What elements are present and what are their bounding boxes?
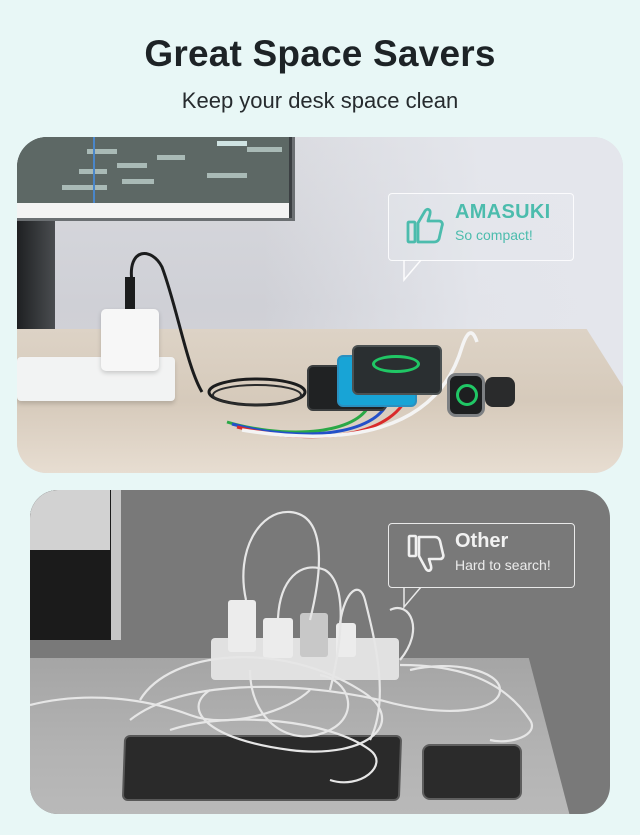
monitor-stand [17,221,55,341]
bubble-tail [403,260,422,282]
bubble-subtext: Hard to search! [455,557,551,573]
bubble-subtext: So compact! [455,227,533,243]
amasuki-cable [125,252,479,439]
thumbs-up-icon [406,207,444,244]
page-title: Great Space Savers [144,33,496,74]
watch-band [485,377,515,407]
plug-1 [228,600,256,652]
monitor-grayscale [30,490,121,640]
wall-charger [101,309,159,371]
page-subtitle: Keep your desk space clean [181,88,459,113]
thumbs-down-icon [407,534,445,572]
smartwatch [447,373,485,417]
other-speech-bubble: Other Hard to search! [388,523,575,588]
monitor-taskbar [17,203,289,218]
charging-icon [456,384,478,406]
amasuki-speech-bubble: AMASUKI So compact! [388,193,574,261]
plug-2 [263,618,293,658]
monitor-screen [17,137,289,203]
phone-grayscale [422,744,522,800]
other-comparison-image: Other Hard to search! [30,490,610,814]
bubble-tail [403,587,422,609]
monitor [17,137,295,221]
amasuki-comparison-image: AMASUKI So compact! [17,137,623,473]
phone-green-screen [352,345,442,395]
plug-3 [300,613,328,657]
tangled-cables [30,510,534,784]
bubble-heading: Other [455,530,509,552]
bubble-heading: AMASUKI [455,201,551,223]
